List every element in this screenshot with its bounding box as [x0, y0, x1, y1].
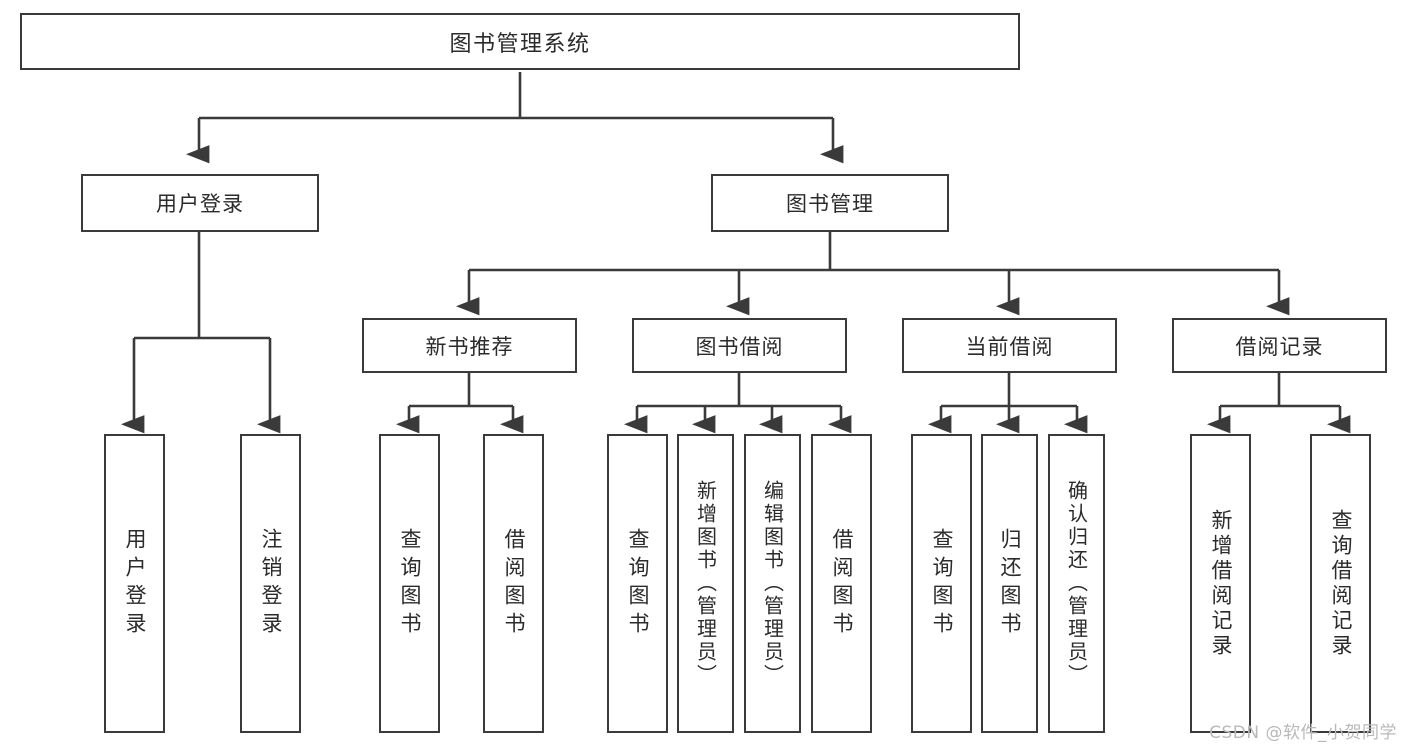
node-borrow-record[interactable]: 借阅记录	[1172, 318, 1387, 373]
node-book-manage[interactable]: 图书管理	[711, 174, 949, 232]
node-leaf-query-book-3[interactable]: 查询图书	[911, 434, 972, 733]
node-leaf-user-login[interactable]: 用户登录	[104, 434, 165, 733]
node-current-borrow-label: 当前借阅	[965, 334, 1054, 359]
node-new-book-recommend[interactable]: 新书推荐	[362, 318, 577, 373]
node-leaf-query-book-2[interactable]: 查询图书	[607, 434, 668, 733]
node-leaf-add-book-label: 新增图书（管理员）	[693, 480, 718, 687]
node-leaf-confirm-return[interactable]: 确认归还（管理员）	[1048, 434, 1105, 733]
node-leaf-query-book-3-label: 查询图书	[930, 527, 954, 640]
node-leaf-edit-book-label: 编辑图书（管理员）	[760, 480, 785, 687]
node-current-borrow[interactable]: 当前借阅	[902, 318, 1117, 373]
node-leaf-add-record[interactable]: 新增借阅记录	[1190, 434, 1251, 733]
node-leaf-user-login-label: 用户登录	[123, 527, 147, 640]
node-leaf-logout-label: 注销登录	[259, 527, 283, 640]
node-root[interactable]: 图书管理系统	[20, 13, 1020, 70]
node-leaf-edit-book[interactable]: 编辑图书（管理员）	[744, 434, 801, 733]
node-leaf-add-record-label: 新增借阅记录	[1209, 508, 1233, 659]
node-leaf-return-book-label: 归还图书	[998, 527, 1022, 640]
node-leaf-query-record[interactable]: 查询借阅记录	[1310, 434, 1371, 733]
node-root-label: 图书管理系统	[449, 31, 591, 57]
node-leaf-query-book-1-label: 查询图书	[398, 527, 422, 640]
node-leaf-add-book[interactable]: 新增图书（管理员）	[677, 434, 734, 733]
node-leaf-query-book-2-label: 查询图书	[626, 527, 650, 640]
node-book-manage-label: 图书管理	[786, 192, 874, 216]
node-borrow-record-label: 借阅记录	[1235, 334, 1324, 359]
node-book-borrow-label: 图书借阅	[695, 334, 784, 359]
node-leaf-borrow-book-1[interactable]: 借阅图书	[483, 434, 544, 733]
node-leaf-confirm-return-label: 确认归还（管理员）	[1064, 480, 1089, 687]
node-leaf-logout[interactable]: 注销登录	[240, 434, 301, 733]
node-leaf-borrow-book-1-label: 借阅图书	[502, 527, 526, 640]
node-book-borrow[interactable]: 图书借阅	[632, 318, 847, 373]
node-leaf-borrow-book-2-label: 借阅图书	[830, 527, 854, 640]
node-leaf-query-book-1[interactable]: 查询图书	[379, 434, 440, 733]
node-user-login-label: 用户登录	[156, 192, 244, 216]
node-new-book-recommend-label: 新书推荐	[425, 334, 514, 359]
node-leaf-borrow-book-2[interactable]: 借阅图书	[811, 434, 872, 733]
node-leaf-return-book[interactable]: 归还图书	[981, 434, 1038, 733]
node-user-login[interactable]: 用户登录	[81, 174, 319, 232]
node-leaf-query-record-label: 查询借阅记录	[1329, 508, 1353, 659]
